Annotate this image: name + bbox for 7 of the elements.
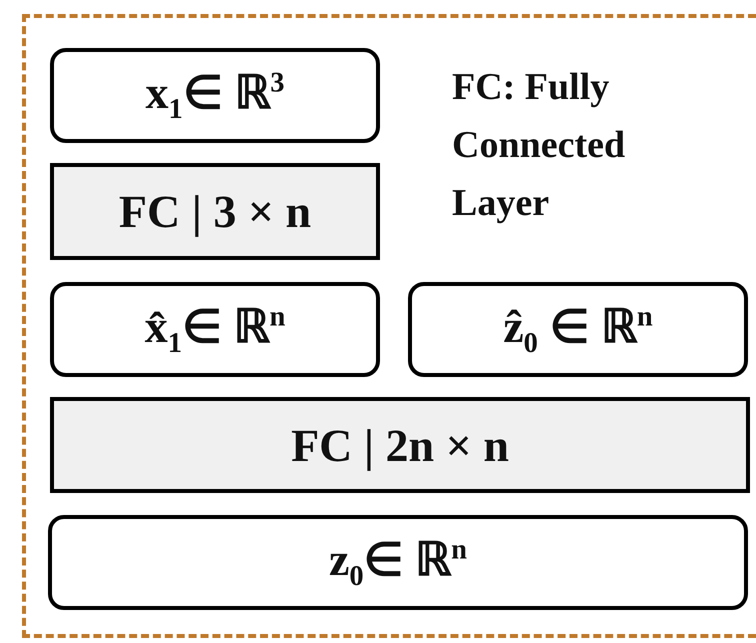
vector-box: z$_{0}$∈ ℝ$^{n}$: [48, 515, 748, 610]
note-text: FC: Fully Connected Layer: [452, 65, 626, 226]
layer-box: FC | 2n × n: [50, 397, 750, 493]
layer-box: FC | 3 × n: [50, 163, 380, 260]
vector-box: x$_{1}$∈ ℝ$^{3}$: [50, 48, 380, 143]
vector-box: ẑ$_{0}$ ∈ ℝ$^{n}$: [408, 282, 748, 377]
vector-box: x̂$_{1}$∈ ℝ$^{n}$: [50, 282, 380, 377]
